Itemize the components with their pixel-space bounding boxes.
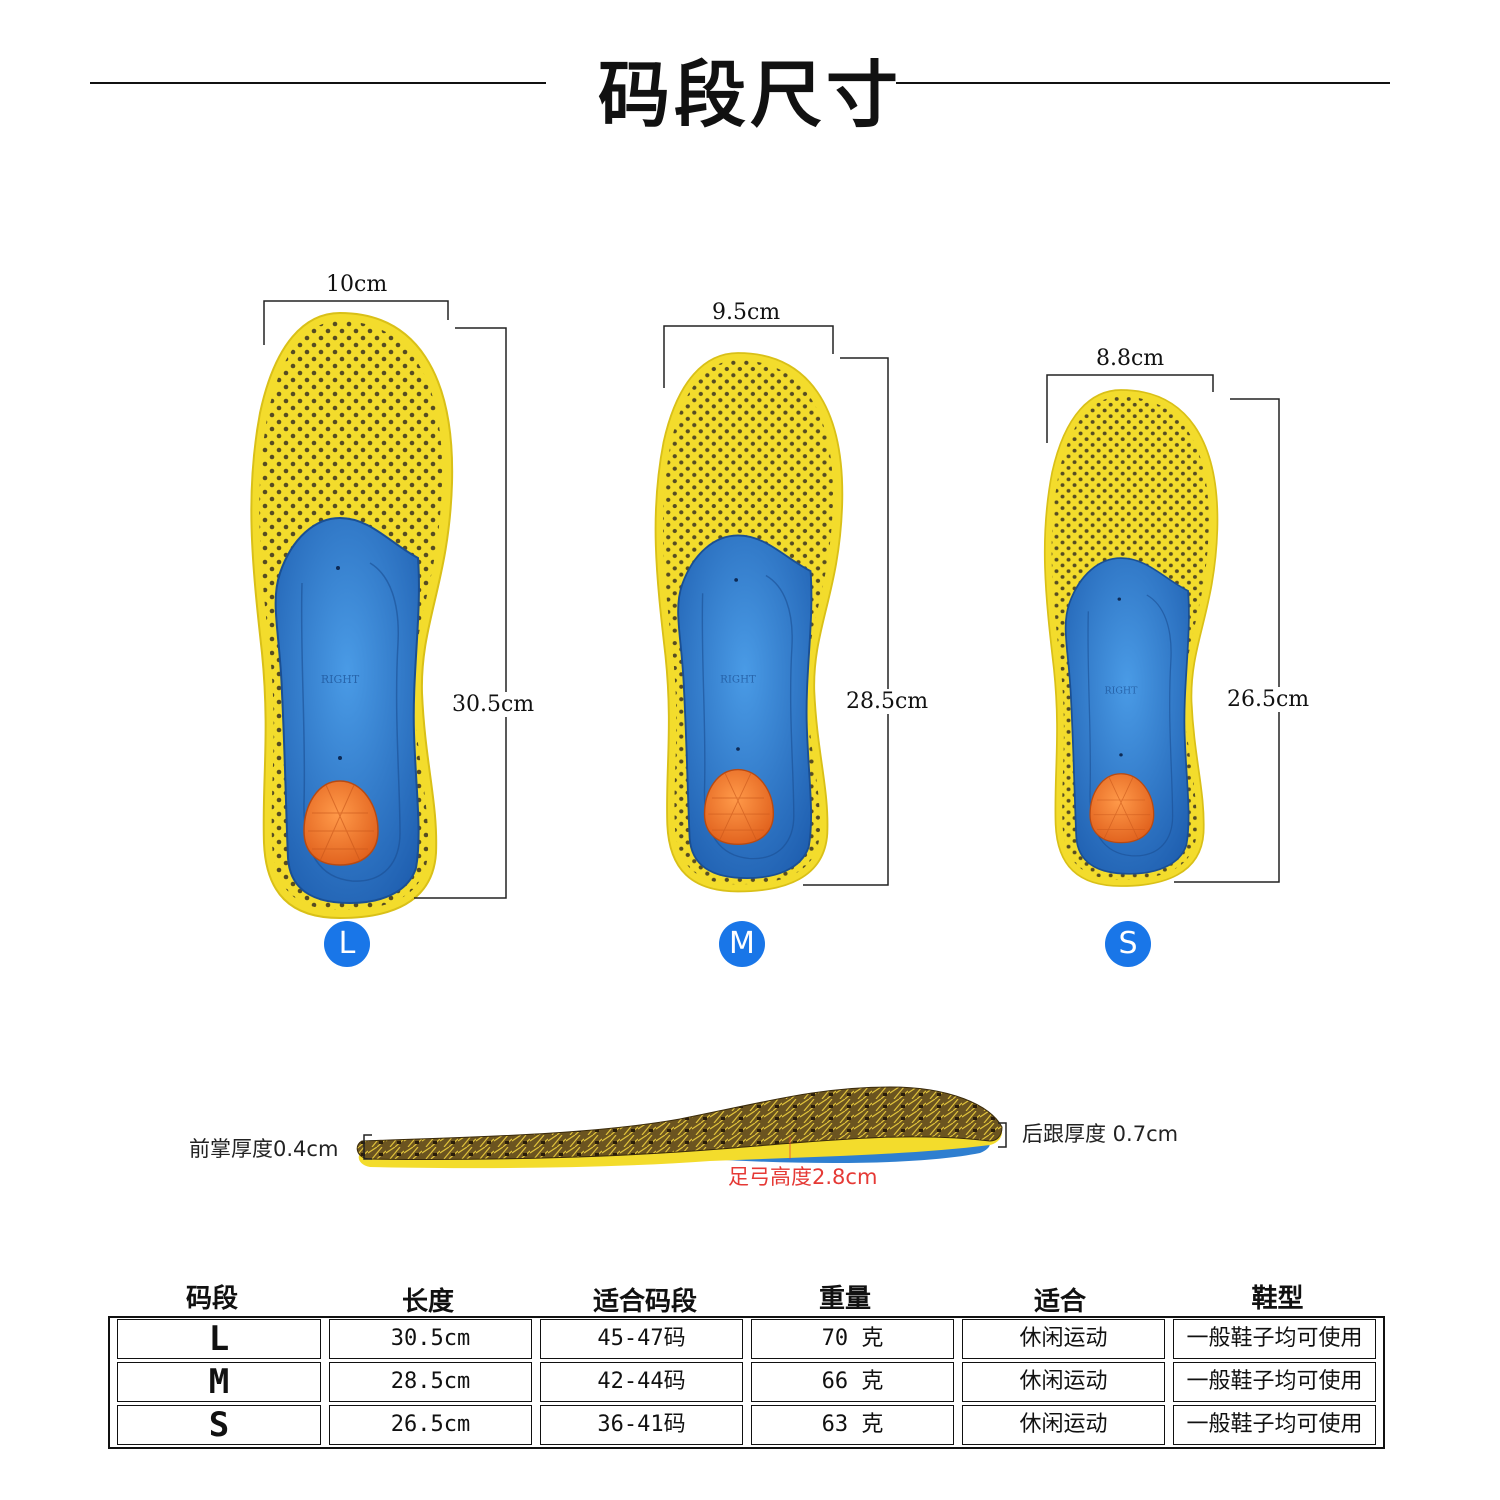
length-bracket-medium: [803, 357, 889, 886]
table-cell-fit-size: 45-47码: [540, 1319, 743, 1359]
table-header-suitable: 适合: [1033, 1287, 1086, 1317]
insole-side-view: [356, 1086, 1007, 1169]
insole-medium: RIGHT: [654, 352, 844, 893]
table-cell-length: 28.5cm: [329, 1362, 532, 1402]
table-cell-shoe-type: 一般鞋子均可使用: [1173, 1405, 1376, 1445]
arch-height-label: 足弓高度2.8cm: [728, 1165, 878, 1189]
insole-small: RIGHT: [1043, 389, 1219, 887]
table-cell-shoe-type: 一般鞋子均可使用: [1173, 1319, 1376, 1359]
length-label-small: 26.5cm: [1223, 687, 1314, 712]
table-cell-weight: 66 克: [751, 1362, 954, 1402]
table-cell-fit-size: 36-41码: [540, 1405, 743, 1445]
table-cell-weight: 63 克: [751, 1405, 954, 1445]
table-cell-suitable: 休闲运动: [962, 1362, 1165, 1402]
heel-thickness-label: 后跟厚度 0.7cm: [1022, 1122, 1179, 1146]
table-header-weight: 重量: [818, 1284, 871, 1314]
table-cell-weight: 70 克: [751, 1319, 954, 1359]
table-cell-suitable: 休闲运动: [962, 1319, 1165, 1359]
insole-small-mark: RIGHT: [1105, 686, 1139, 697]
width-label-small: 8.8cm: [1092, 346, 1169, 371]
width-bracket-medium: [663, 325, 834, 388]
insole-medium-mark: RIGHT: [720, 674, 756, 685]
length-bracket-large: [414, 327, 507, 899]
table-cell-suitable: 休闲运动: [962, 1405, 1165, 1445]
table-header-size: 码段: [185, 1284, 238, 1314]
table-header-shoe-type: 鞋型: [1251, 1284, 1304, 1314]
table-cell-fit-size: 42-44码: [540, 1362, 743, 1402]
table-header-fit-size: 适合码段: [592, 1287, 697, 1317]
width-bracket-small: [1046, 374, 1214, 443]
length-bracket-small: [1174, 398, 1280, 883]
table-cell-size: S: [117, 1405, 321, 1445]
size-badge-small: S: [1105, 921, 1151, 967]
size-badge-medium: M: [719, 921, 765, 967]
page-title: 码段尺寸: [597, 53, 902, 137]
table-cell-shoe-type: 一般鞋子均可使用: [1173, 1362, 1376, 1402]
insole-large: RIGHT: [250, 312, 454, 919]
table-header-length: 长度: [401, 1287, 454, 1317]
title-rule-right: [896, 82, 1390, 84]
size-table: [108, 1316, 1385, 1449]
size-badge-large: L: [324, 921, 370, 967]
table-cell-size: M: [117, 1362, 321, 1402]
width-label-large: 10cm: [322, 272, 392, 297]
width-bracket-large: [263, 300, 449, 345]
insole-large-mark: RIGHT: [321, 673, 360, 686]
table-cell-length: 26.5cm: [329, 1405, 532, 1445]
length-label-large: 30.5cm: [448, 692, 539, 717]
table-cell-length: 30.5cm: [329, 1319, 532, 1359]
width-label-medium: 9.5cm: [708, 300, 785, 325]
forefoot-thickness-label: 前掌厚度0.4cm: [189, 1137, 339, 1161]
table-cell-size: L: [117, 1319, 321, 1359]
title-rule-left: [90, 82, 546, 84]
insoles-illustration: RIGHT RIGHT RIGHT: [250, 300, 1280, 919]
length-label-medium: 28.5cm: [842, 689, 933, 714]
